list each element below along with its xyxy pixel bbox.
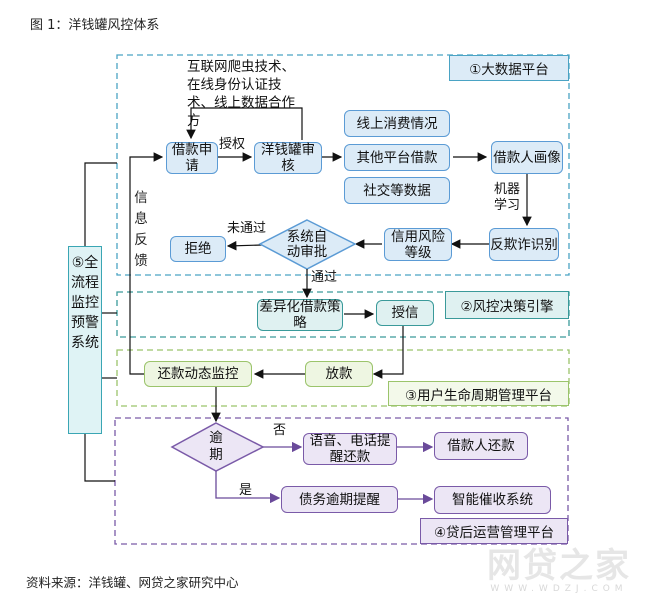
tech-loop-arrow xyxy=(186,107,303,140)
node-diff-strategy: 差异化借款策略 xyxy=(257,299,343,331)
label-feedback: 信息反馈 xyxy=(134,190,148,269)
section-tag-big-data: ①大数据平台 xyxy=(449,55,569,81)
label-no: 否 xyxy=(273,423,287,438)
arrow-credit-disburse xyxy=(372,326,404,379)
node-borrower-repay: 借款人还款 xyxy=(434,432,528,460)
label-passed: 通过 xyxy=(311,270,338,285)
node-anti-fraud: 反欺诈识别 xyxy=(489,228,559,261)
monitor-link-bottom xyxy=(84,434,115,482)
monitor-system-box: ⑤全流程监控预警系统 xyxy=(68,246,102,434)
watermark: 网贷之家 WWW.WDZJ.COM xyxy=(484,548,634,594)
label-yes: 是 xyxy=(239,483,253,498)
node-disburse: 放款 xyxy=(305,361,373,387)
monitor-link-top xyxy=(84,162,117,246)
tech-note: 互联网爬虫技术、在线身份认证技术、线上数据合作方 xyxy=(187,59,295,129)
node-voice-remind: 语音、电话提醒还款 xyxy=(303,433,397,465)
node-loan-apply: 借款申请 xyxy=(166,142,218,174)
node-borrower-profile: 借款人画像 xyxy=(491,141,563,174)
node-social-data: 社交等数据 xyxy=(344,177,450,204)
label-authorize: 授权 xyxy=(219,137,246,152)
watermark-main: 网贷之家 xyxy=(487,546,631,586)
watermark-sub: WWW.WDZJ.COM xyxy=(490,584,628,594)
label-not-passed: 未通过 xyxy=(227,221,267,236)
node-repay-monitor: 还款动态监控 xyxy=(144,361,252,387)
node-online-consume: 线上消费情况 xyxy=(344,110,450,137)
node-debt-remind: 债务逾期提醒 xyxy=(281,486,398,513)
node-other-platform: 其他平台借款 xyxy=(344,144,450,171)
section-tag-lifecycle: ③用户生命周期管理平台 xyxy=(388,381,569,406)
section-frame-risk-engine xyxy=(116,291,570,338)
node-yqg-review: 洋钱罐审核 xyxy=(254,142,322,174)
source-note: 资料来源：洋钱罐、网贷之家研究中心 xyxy=(26,575,239,590)
node-smart-collect: 智能催收系统 xyxy=(434,486,551,514)
node-reject: 拒绝 xyxy=(170,236,226,262)
section-frame-big-data xyxy=(116,54,570,276)
arrow-approve-reject xyxy=(226,240,263,251)
feedback-arrow xyxy=(129,152,164,375)
node-credit-risk: 信用风险等级 xyxy=(384,228,452,261)
section-frame-lifecycle xyxy=(116,349,570,407)
arrow-overdue-yes xyxy=(215,471,281,504)
node-overdue: 逾期 xyxy=(209,430,223,463)
node-auto-approve: 系统自动审批 xyxy=(286,229,328,260)
figure-title: 图 1：洋钱罐风控体系 xyxy=(30,18,160,33)
label-machine-learning: 机器学习 xyxy=(494,182,521,213)
node-credit-grant: 授信 xyxy=(376,300,434,326)
section-tag-risk-engine: ②风控决策引擎 xyxy=(445,291,569,319)
section-tag-post-loan: ④贷后运营管理平台 xyxy=(420,518,568,544)
